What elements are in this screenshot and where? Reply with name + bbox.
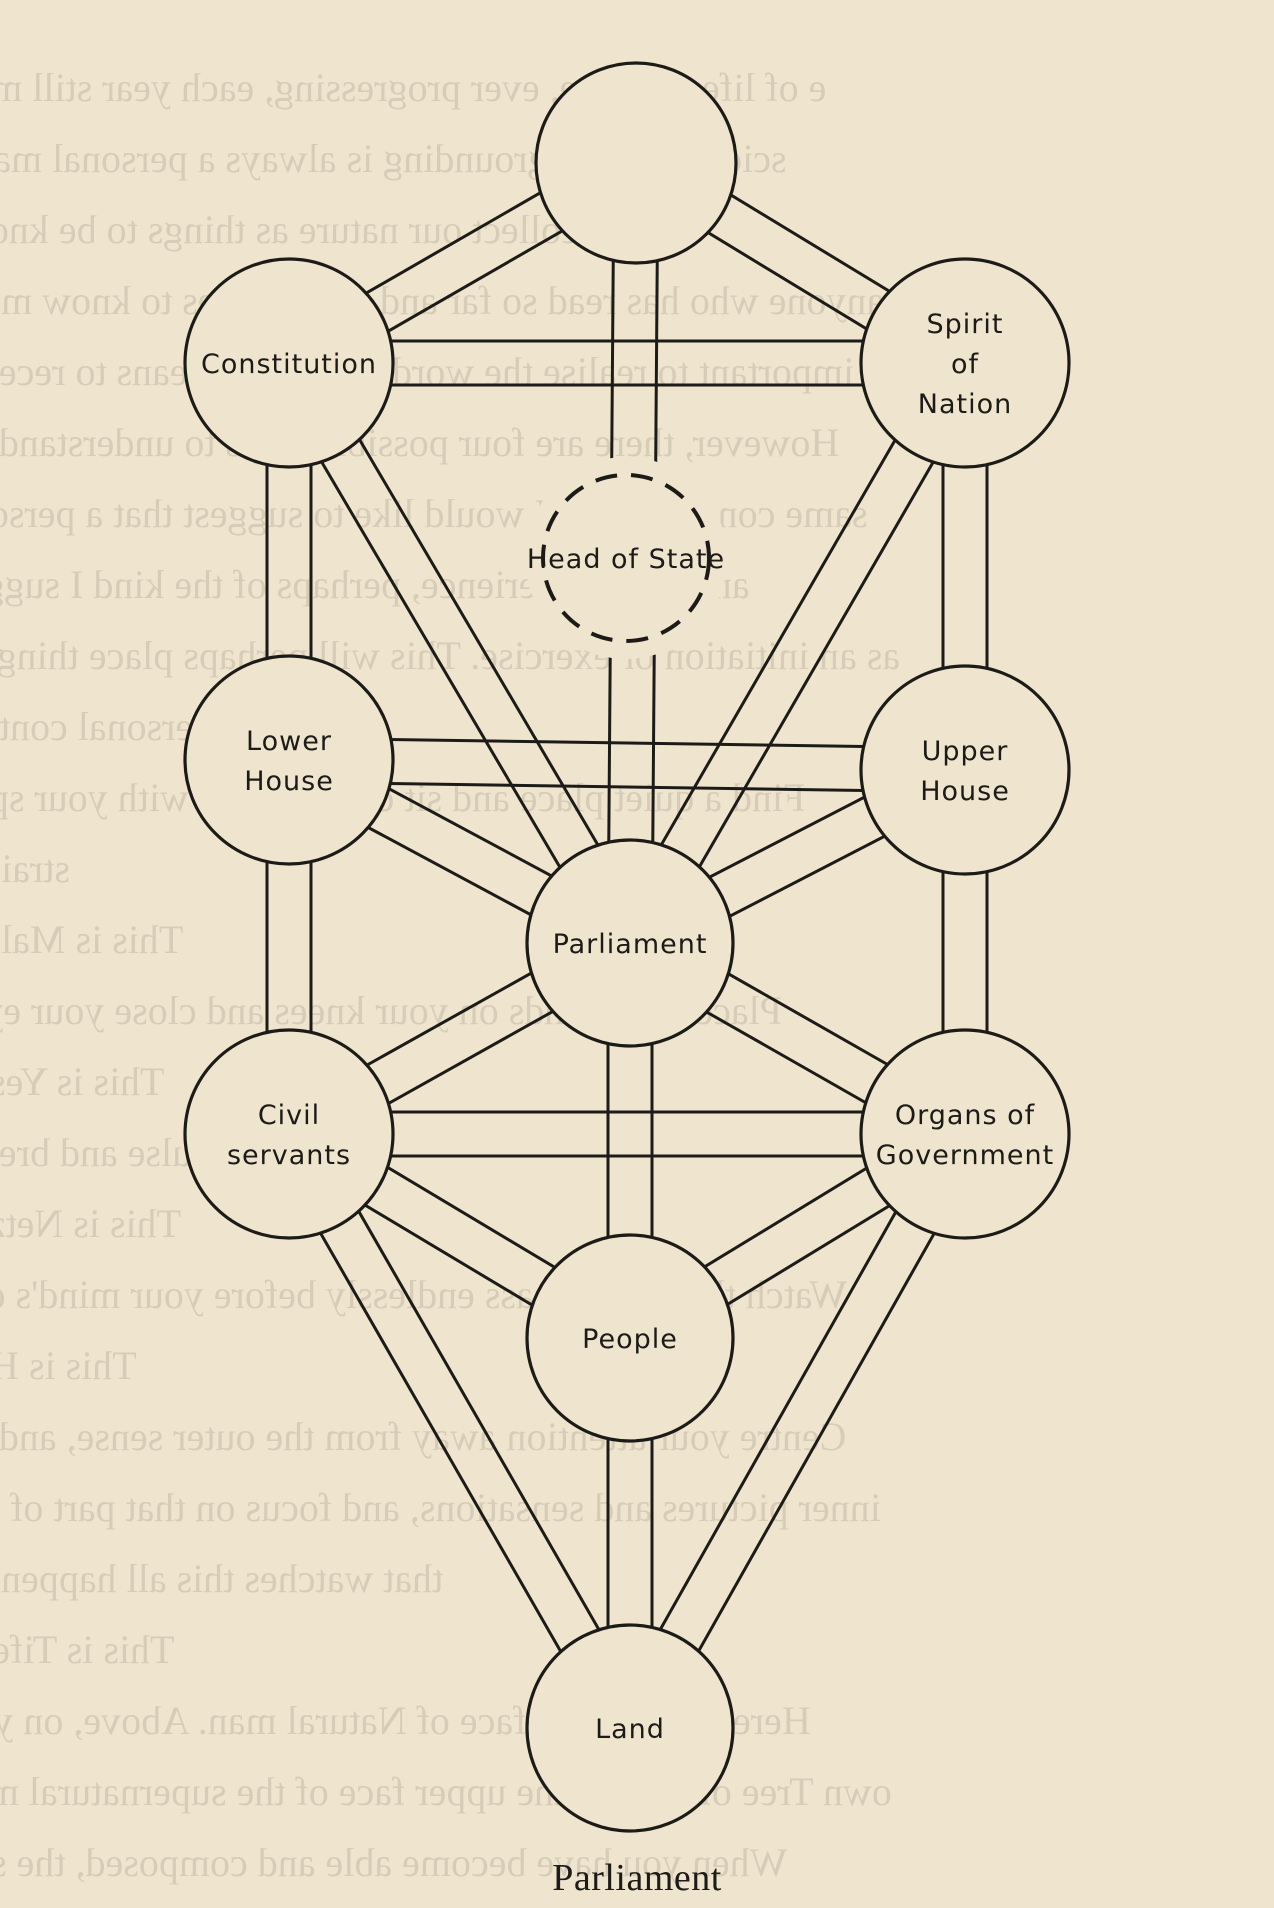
node-label: House <box>920 776 1010 807</box>
node-headOfState: Head of State <box>525 457 727 659</box>
node-circle <box>183 654 395 866</box>
node-label: Upper <box>922 736 1009 767</box>
path-spirit-parliament <box>647 373 986 955</box>
node-dashed-outline <box>541 473 711 643</box>
node-constitution: Constitution <box>183 257 395 469</box>
figure-caption: Parliament <box>552 1857 722 1899</box>
path-civil-land <box>268 1144 613 1740</box>
path-organs-land <box>647 1144 986 1740</box>
path-lowerHouse-upperHouse <box>289 736 966 750</box>
node-circle <box>525 457 727 659</box>
node-circle <box>525 838 735 1048</box>
node-circle <box>859 257 1071 469</box>
node-label: servants <box>227 1140 351 1171</box>
node-land: Land <box>525 1623 735 1833</box>
node-label: Organs of <box>895 1100 1036 1131</box>
path-lowerHouse-upperHouse <box>288 780 965 794</box>
node-label: Nation <box>918 389 1012 420</box>
node-circle <box>183 257 395 469</box>
node-people: People <box>525 1233 735 1443</box>
node-parliament: Parliament <box>525 838 735 1048</box>
node-label: of <box>951 349 980 380</box>
node-organs: Organs of Government <box>859 1028 1071 1240</box>
node-label: Land <box>595 1714 665 1745</box>
node-label: People <box>582 1324 678 1355</box>
node-circle <box>183 1028 395 1240</box>
node-label: Lower <box>246 726 332 757</box>
node-label: Government <box>876 1140 1054 1171</box>
node-label: Spirit <box>927 309 1004 340</box>
path-organs-land <box>609 1122 948 1718</box>
node-label: Parliament <box>553 929 708 960</box>
node-label: House <box>244 766 334 797</box>
path-constitution-parliament <box>268 373 613 955</box>
path-constitution-parliament <box>306 351 651 933</box>
node-label: Civil <box>258 1100 320 1131</box>
node-civil: Civil servants <box>183 1028 395 1240</box>
node-label: Constitution <box>201 349 377 380</box>
node-circle <box>859 664 1071 876</box>
node-circle <box>859 1028 1071 1240</box>
path-spirit-parliament <box>609 351 948 933</box>
node-kether <box>534 61 738 265</box>
node-label: Head of State <box>527 544 725 575</box>
node-circle <box>534 61 738 265</box>
path-civil-land <box>306 1122 651 1718</box>
node-circle <box>525 1233 735 1443</box>
node-circle <box>525 1623 735 1833</box>
